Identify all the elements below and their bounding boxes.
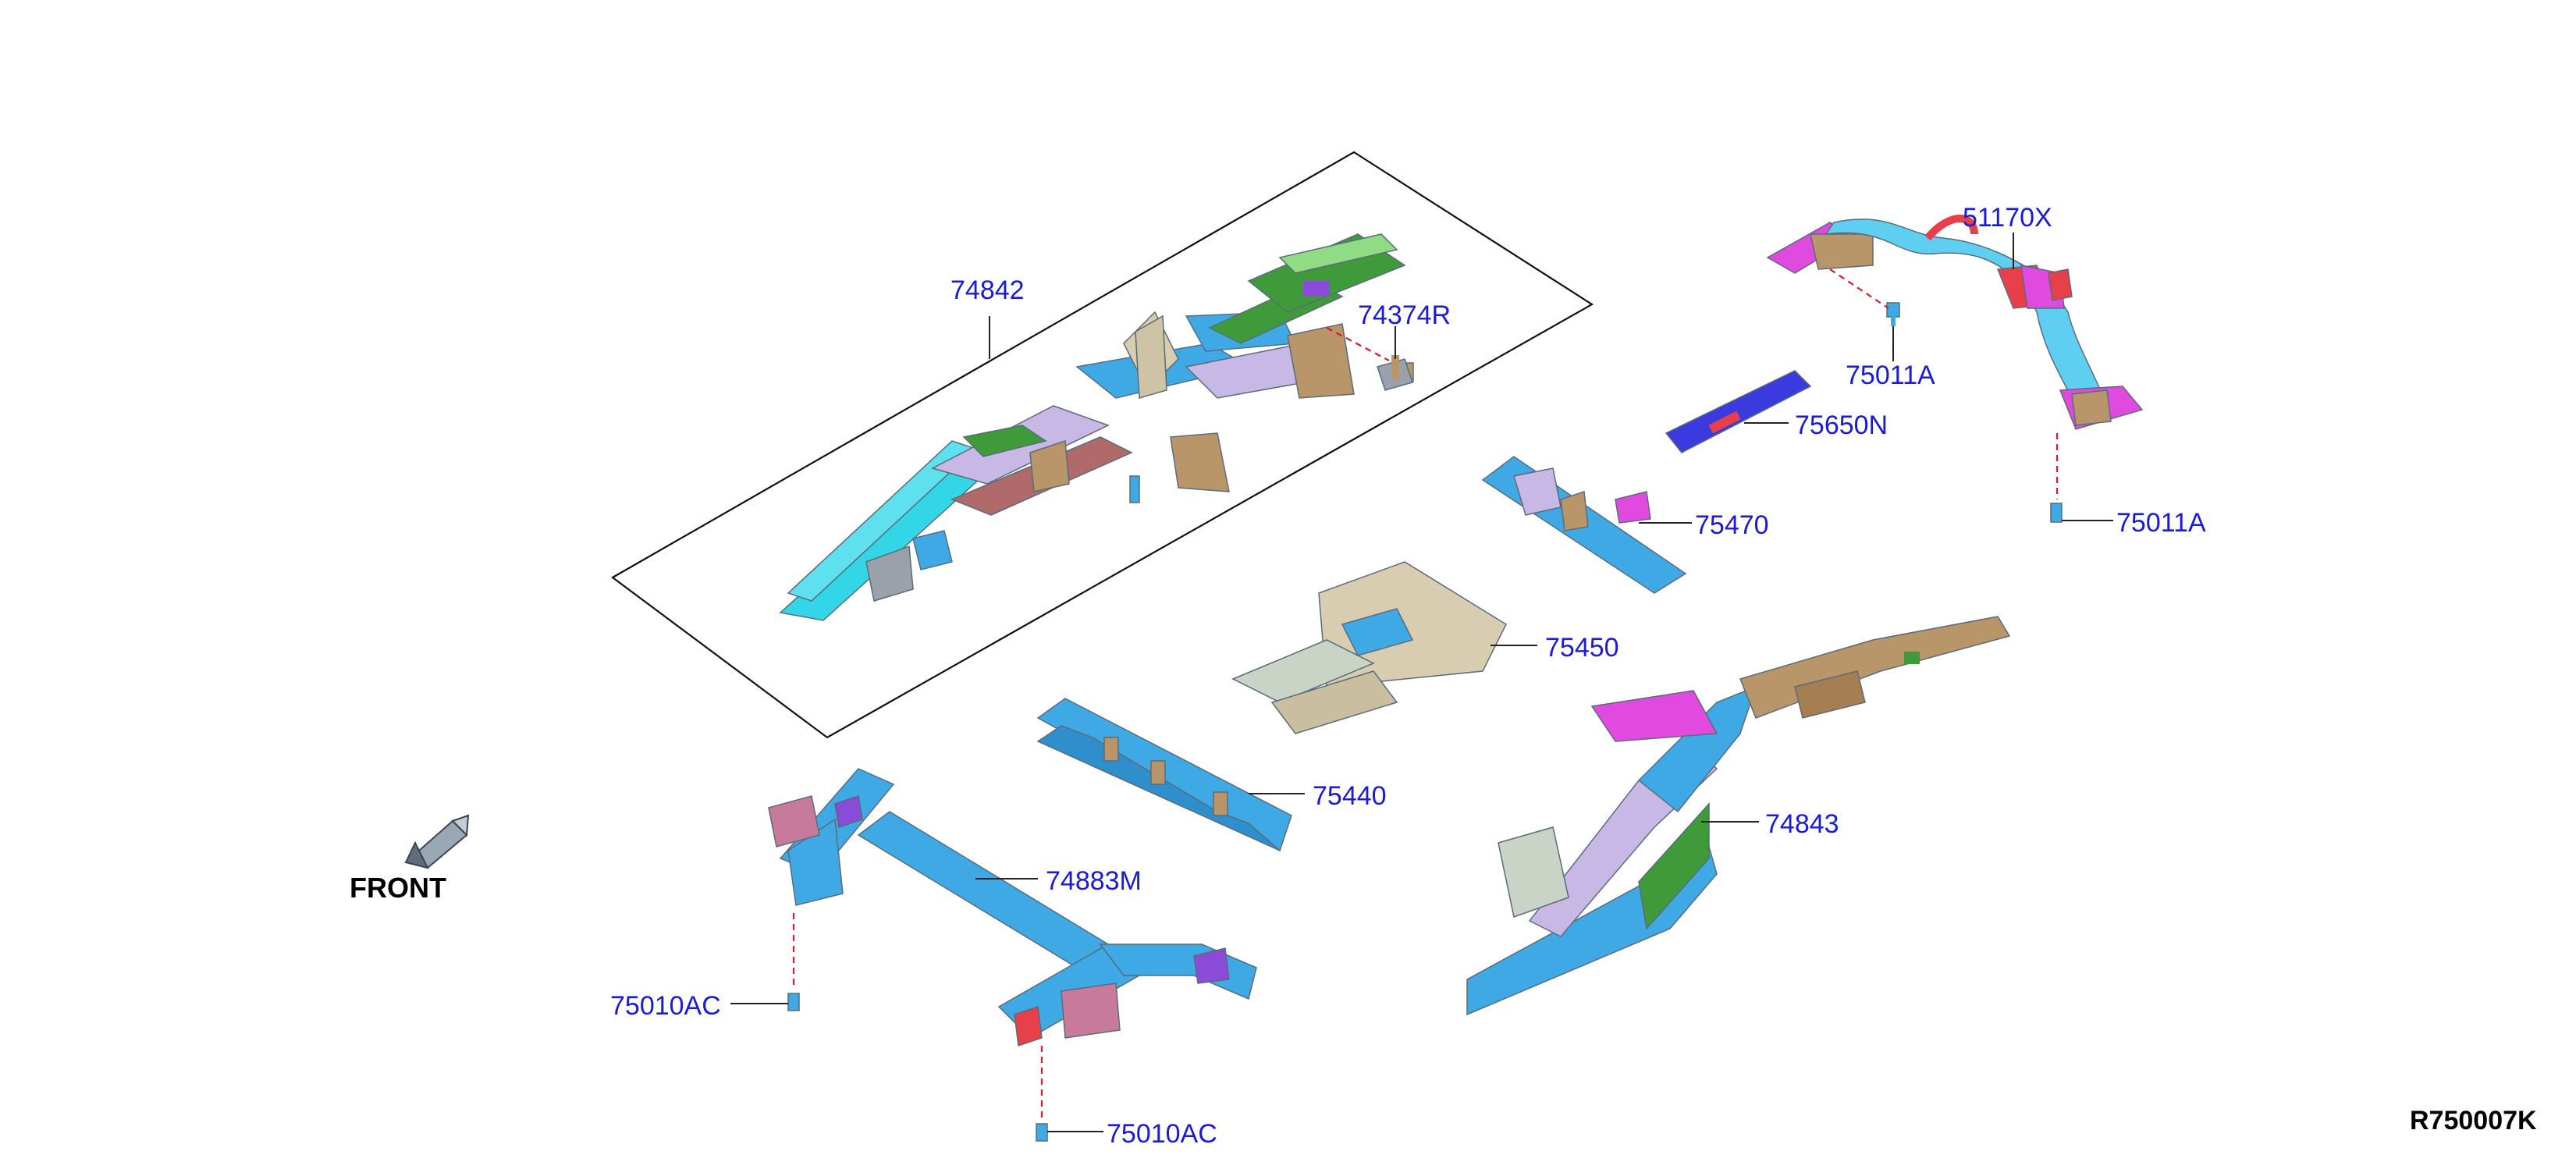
part-74883M-crossmember[interactable] bbox=[768, 768, 1257, 1047]
callout-74374R: 74374R bbox=[1358, 300, 1451, 330]
callout-74883M: 74883M bbox=[1046, 866, 1142, 896]
guide-75011A-top bbox=[1829, 268, 1889, 309]
callout-75010AC-left: 75010AC bbox=[610, 991, 721, 1021]
callout-75011A-bottom: 75011A bbox=[2116, 508, 2206, 538]
callout-75470: 75470 bbox=[1695, 510, 1769, 540]
part-74374R-bracket[interactable] bbox=[1377, 355, 1413, 391]
fastener-75011A-top[interactable] bbox=[1886, 302, 1900, 326]
callout-75450: 75450 bbox=[1545, 633, 1619, 663]
callout-51170X: 51170X bbox=[1963, 203, 2052, 233]
callout-75440: 75440 bbox=[1313, 781, 1387, 811]
reference-code: R750007K bbox=[2410, 1106, 2537, 1135]
callout-74842: 74842 bbox=[950, 275, 1025, 305]
assembly-outline-74842 bbox=[610, 151, 1594, 739]
callout-75011A-top: 75011A bbox=[1846, 361, 1935, 390]
part-74842-side-member[interactable] bbox=[779, 233, 1414, 621]
part-75650N-plate[interactable] bbox=[1665, 370, 1812, 453]
part-75440-member[interactable] bbox=[1036, 698, 1292, 852]
callout-75650N: 75650N bbox=[1795, 410, 1888, 440]
callout-74843: 74843 bbox=[1765, 809, 1839, 839]
fastener-75010AC-bottom[interactable] bbox=[1036, 1123, 1048, 1142]
guide-74374R bbox=[1326, 327, 1390, 361]
fastener-75011A-bottom[interactable] bbox=[2050, 503, 2063, 523]
front-label: FRONT bbox=[350, 872, 446, 904]
part-74843-side-member[interactable] bbox=[1466, 616, 2011, 1016]
callout-75010AC-bottom: 75010AC bbox=[1107, 1119, 1217, 1149]
part-75470-member[interactable] bbox=[1481, 456, 1687, 594]
arrow-icon bbox=[403, 814, 470, 869]
part-51170X-rear-crossmember[interactable] bbox=[1766, 215, 2144, 430]
fastener-75010AC-left[interactable] bbox=[787, 993, 800, 1011]
part-75450-floor-panel[interactable] bbox=[1231, 561, 1507, 734]
